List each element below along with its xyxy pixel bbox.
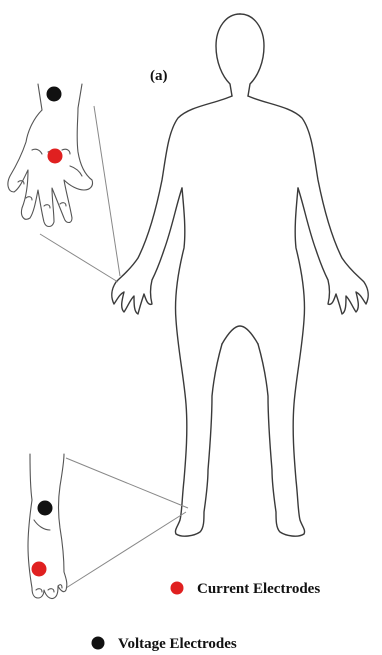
panel-label: (a) (150, 68, 168, 84)
legend-voltage-marker (92, 637, 105, 650)
hand-current-electrode (48, 149, 63, 164)
hand-voltage-electrode (47, 87, 62, 102)
foot-current-electrode (32, 562, 47, 577)
legend-voltage-label: Voltage Electrodes (118, 636, 237, 652)
legend-current-label: Current Electrodes (197, 581, 320, 597)
legend: Current Electrodes Voltage Electrodes (92, 581, 321, 652)
foot-callout-lines (66, 458, 188, 588)
foot-icon (28, 454, 67, 599)
foot-voltage-electrode (38, 501, 53, 516)
legend-current-marker (171, 582, 184, 595)
human-body-outline-icon (112, 14, 368, 536)
